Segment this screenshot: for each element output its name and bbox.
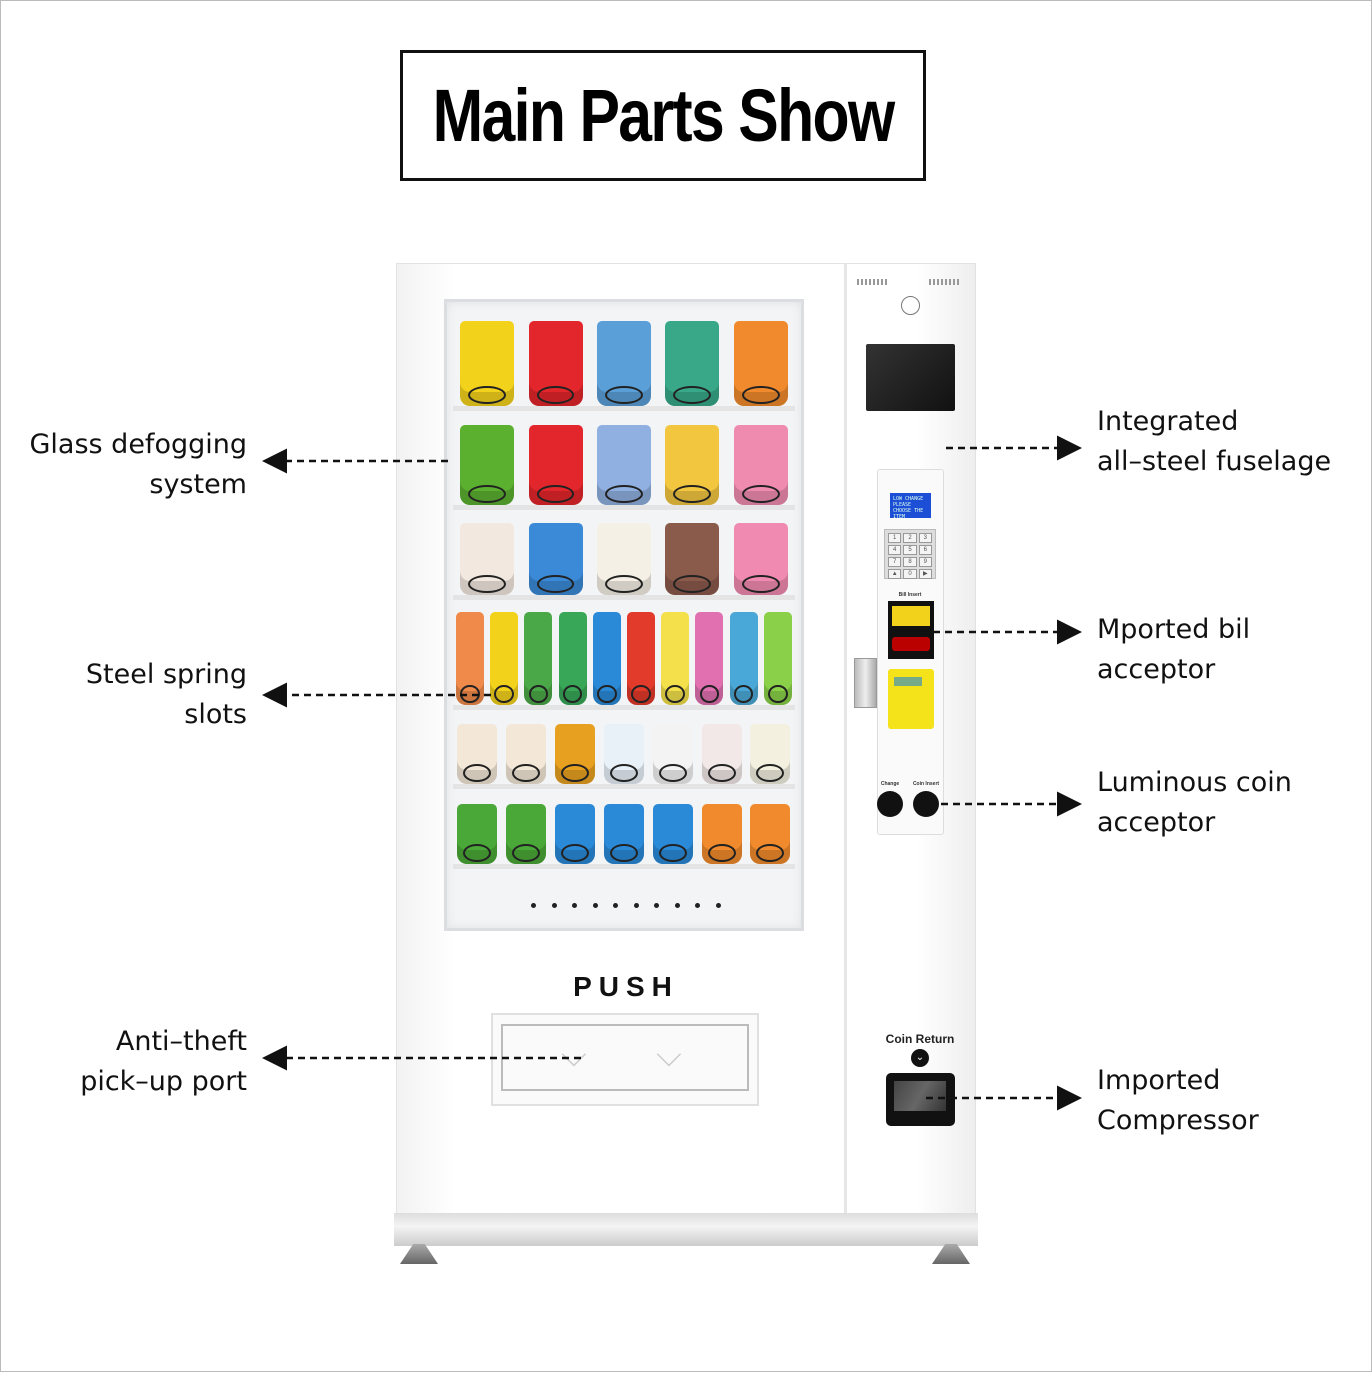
coin-return-label: Coin Return: [885, 1032, 955, 1046]
product-item: [592, 612, 621, 705]
product-item: [506, 724, 547, 784]
product-item: [733, 321, 788, 406]
keypad-key[interactable]: 7: [888, 557, 902, 567]
product-item: [596, 321, 651, 406]
product-item: [603, 804, 644, 864]
product-item: [701, 804, 742, 864]
keypad-key[interactable]: 3: [918, 533, 932, 543]
glass-display-window: [444, 299, 804, 931]
product-item: [558, 612, 587, 705]
product-item: [733, 523, 788, 595]
keypad-key[interactable]: 9: [918, 557, 932, 567]
keypad-key[interactable]: 2: [903, 533, 917, 543]
product-item: [665, 523, 720, 595]
product-item: [627, 612, 656, 705]
product-item: [460, 425, 515, 505]
product-item: [460, 523, 515, 595]
touch-screen[interactable]: [866, 344, 955, 411]
product-item: [661, 612, 690, 705]
product-item: [652, 724, 693, 784]
product-item: [506, 804, 547, 864]
bill-acceptor[interactable]: [888, 601, 934, 659]
coin-insert-label: Coin Insert: [912, 781, 940, 787]
coin-return-slot[interactable]: [886, 1073, 955, 1126]
speaker-grille: [857, 279, 889, 285]
product-item: [456, 612, 485, 705]
product-item: [750, 724, 791, 784]
speaker-grille: [929, 279, 961, 285]
product-item: [596, 425, 651, 505]
product-item: [524, 612, 553, 705]
camera-icon: [901, 296, 920, 315]
title-box: Main Parts Show: [400, 50, 926, 181]
product-item: [528, 321, 583, 406]
product-item: [750, 804, 791, 864]
keypad-key[interactable]: 4: [888, 545, 902, 555]
shelf-row: [453, 420, 795, 510]
shelf-row: [453, 316, 795, 411]
push-label: PUSH: [573, 971, 679, 1002]
shelf-row: [453, 607, 795, 710]
product-item: [596, 523, 651, 595]
panel-divider: [844, 263, 847, 1215]
product-item: [460, 321, 515, 406]
product-item: [555, 724, 596, 784]
door-lock[interactable]: [854, 658, 877, 708]
product-item: [695, 612, 724, 705]
change-label: Change: [880, 781, 900, 787]
product-item: [555, 804, 596, 864]
keypad-key[interactable]: ▲: [888, 569, 902, 579]
product-item: [603, 724, 644, 784]
product-item: [457, 804, 498, 864]
product-item: [763, 612, 792, 705]
product-item: [701, 724, 742, 784]
product-item: [733, 425, 788, 505]
shelf-row: [453, 719, 795, 789]
keypad-key[interactable]: 8: [903, 557, 917, 567]
lcd-display: LOW CHANGE PLEASE CHOOSE THE ITEM: [890, 493, 931, 520]
bill-insert-label: Bill Insert: [898, 592, 922, 598]
page-title: Main Parts Show: [432, 74, 896, 157]
product-item: [490, 612, 519, 705]
product-item: [528, 523, 583, 595]
keypad-key[interactable]: 1: [888, 533, 902, 543]
shelf-row: [453, 518, 795, 600]
product-item: [729, 612, 758, 705]
keypad-key[interactable]: 0: [903, 569, 917, 579]
chevron-down-icon: ⌄: [911, 1049, 929, 1067]
machine-base: [394, 1213, 978, 1246]
product-item: [665, 321, 720, 406]
product-item: [665, 425, 720, 505]
product-item: [528, 425, 583, 505]
arrow-down-icon: ⌵: [561, 1036, 587, 1074]
coin-acceptor[interactable]: [888, 669, 934, 729]
product-item: [457, 724, 498, 784]
glass-dots: [531, 903, 721, 908]
product-item: [652, 804, 693, 864]
keypad-key[interactable]: 5: [903, 545, 917, 555]
keypad-key[interactable]: 6: [918, 545, 932, 555]
coin-insert-button[interactable]: [913, 791, 939, 817]
keypad-key[interactable]: ▶: [918, 569, 932, 579]
change-button[interactable]: [877, 791, 903, 817]
arrow-down-icon: ⌵: [656, 1036, 682, 1074]
shelf-row: [453, 799, 795, 869]
